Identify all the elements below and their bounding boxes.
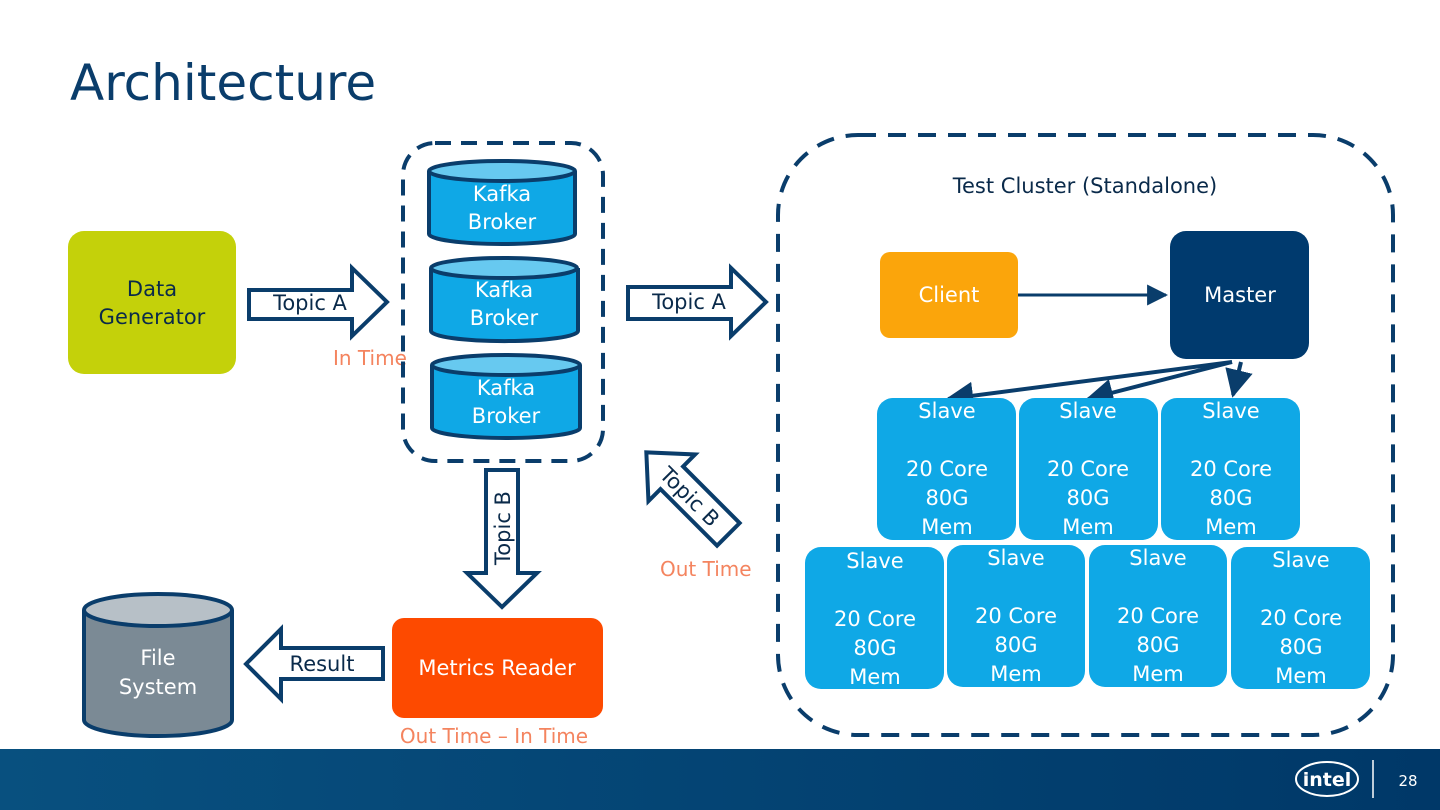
topic-b-down-arrow xyxy=(462,468,542,610)
client-box xyxy=(880,252,1018,338)
page-number: 28 xyxy=(1398,772,1417,790)
topic-a-in-label: Topic A xyxy=(272,291,347,315)
data-generator-box xyxy=(68,231,236,374)
metrics-reader-box xyxy=(392,618,603,718)
master-to-slave-3-connector xyxy=(1225,361,1253,398)
topic-b-diagonal-arrow: Topic B xyxy=(644,450,743,549)
topic-a-in-arrow xyxy=(247,263,390,341)
intel-logo-text: intel xyxy=(1303,769,1352,791)
result-label: Result xyxy=(290,652,355,676)
footer-bar xyxy=(0,749,1440,810)
slide-title: Architecture xyxy=(70,54,376,112)
kafka-cluster-container xyxy=(401,141,605,463)
test-cluster-container xyxy=(776,133,1395,737)
topic-a-out-label: Topic A xyxy=(651,290,726,314)
test-cluster-label: Test Cluster (Standalone) xyxy=(952,174,1217,198)
intel-logo: intel xyxy=(1295,761,1359,797)
topic-b-down-label: Topic B xyxy=(491,491,515,566)
master-to-slave-1-connector xyxy=(945,360,1233,410)
master-label: Master xyxy=(1204,283,1276,307)
in-time-annotation: In Time xyxy=(333,346,407,370)
master-to-slave-2-connector xyxy=(1085,360,1233,407)
result-arrow xyxy=(243,624,385,704)
out-time-annotation: Out Time xyxy=(660,557,752,581)
out-minus-in-annotation: Out Time – In Time xyxy=(400,724,588,748)
metrics-reader-label: Metrics Reader xyxy=(418,656,576,680)
client-label: Client xyxy=(919,283,980,307)
master-box xyxy=(1170,231,1309,359)
topic-a-out-arrow xyxy=(626,263,769,341)
